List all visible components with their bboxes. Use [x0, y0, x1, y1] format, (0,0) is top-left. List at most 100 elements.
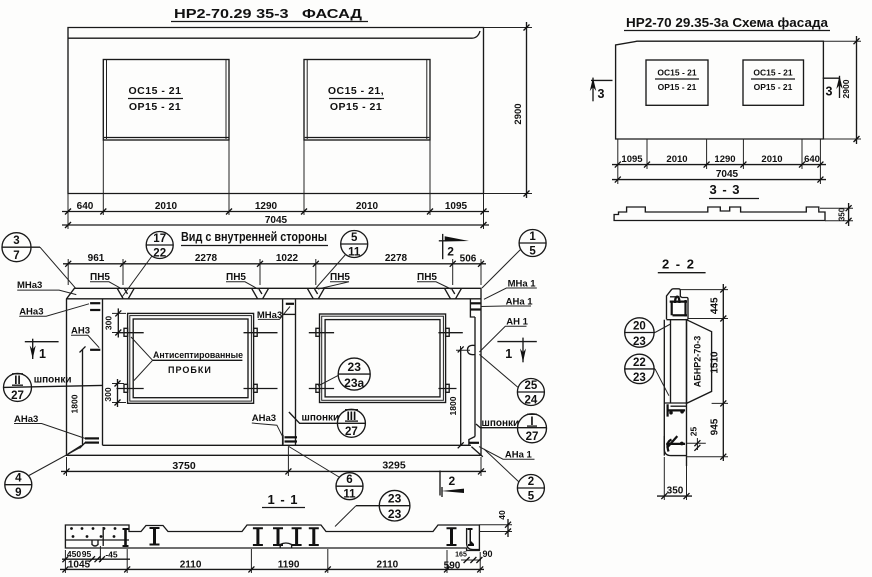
- svg-text:ОР15 - 21: ОР15 - 21: [129, 101, 181, 113]
- svg-text:27: 27: [11, 390, 24, 402]
- svg-text:5: 5: [529, 246, 536, 258]
- svg-text:ОР15 - 21: ОР15 - 21: [754, 82, 793, 92]
- svg-text:5: 5: [351, 232, 358, 244]
- svg-text:90: 90: [482, 549, 492, 559]
- svg-text:ПН5: ПН5: [330, 272, 350, 283]
- svg-text:95: 95: [82, 549, 92, 559]
- svg-text:300: 300: [104, 316, 114, 330]
- svg-text:2010: 2010: [761, 154, 782, 165]
- svg-text:2278: 2278: [195, 253, 218, 264]
- svg-text:20: 20: [633, 321, 646, 333]
- svg-text:506: 506: [460, 254, 477, 265]
- svg-text:II: II: [14, 375, 20, 387]
- svg-text:300: 300: [103, 387, 113, 401]
- svg-text:961: 961: [88, 253, 105, 264]
- svg-text:НР2-70 29.35-3а Схема фасада: НР2-70 29.35-3а Схема фасада: [626, 16, 829, 30]
- svg-text:4: 4: [15, 473, 22, 485]
- svg-text:11: 11: [348, 247, 361, 259]
- svg-text:АНа 1: АНа 1: [506, 296, 534, 307]
- svg-text:3750: 3750: [172, 460, 196, 472]
- svg-text:27: 27: [345, 426, 358, 438]
- svg-text:МНа3: МНа3: [257, 310, 282, 321]
- svg-text:11: 11: [343, 489, 356, 501]
- svg-text:3 - 3: 3 - 3: [709, 182, 740, 197]
- svg-text:2278: 2278: [385, 253, 408, 264]
- svg-text:2 - 2: 2 - 2: [662, 257, 696, 272]
- svg-text:2010: 2010: [666, 154, 687, 165]
- svg-text:2900: 2900: [513, 103, 524, 124]
- svg-text:1022: 1022: [276, 253, 299, 264]
- svg-text:ПН5: ПН5: [226, 272, 246, 283]
- svg-text:23: 23: [633, 372, 646, 384]
- svg-text:МНа 1: МНа 1: [508, 278, 537, 289]
- svg-text:1510: 1510: [710, 351, 721, 374]
- svg-text:2010: 2010: [155, 201, 178, 212]
- svg-text:1: 1: [39, 347, 46, 361]
- svg-text:ОС15 - 21: ОС15 - 21: [129, 85, 182, 97]
- svg-text:Вид с внутренней стороны: Вид с внутренней стороны: [181, 230, 327, 244]
- svg-text:1190: 1190: [278, 560, 300, 571]
- svg-text:590: 590: [444, 561, 461, 572]
- svg-text:3295: 3295: [382, 460, 406, 472]
- svg-text:1045: 1045: [68, 560, 91, 571]
- svg-text:1: 1: [505, 347, 512, 361]
- svg-text:23: 23: [388, 507, 402, 521]
- svg-text:3: 3: [13, 235, 19, 247]
- svg-text:25: 25: [689, 427, 699, 437]
- svg-text:350: 350: [667, 486, 684, 497]
- svg-text:ОС15 - 21,: ОС15 - 21,: [328, 85, 384, 97]
- svg-text:-45: -45: [105, 550, 118, 560]
- svg-text:ОР15 - 21: ОР15 - 21: [330, 101, 382, 113]
- svg-text:АНа3: АНа3: [14, 414, 38, 425]
- svg-text:2110: 2110: [377, 560, 399, 571]
- svg-text:6: 6: [346, 474, 352, 486]
- svg-text:АНа3: АНа3: [252, 413, 276, 424]
- svg-text:Антисептированные: Антисептированные: [153, 350, 243, 360]
- svg-text:НР2-70.29 35-3 ФАСАД: НР2-70.29 35-3 ФАСАД: [174, 7, 362, 21]
- svg-text:1095: 1095: [621, 154, 643, 165]
- svg-text:АН3: АН3: [71, 326, 90, 337]
- svg-text:1290: 1290: [255, 201, 278, 212]
- svg-text:7045: 7045: [716, 169, 739, 180]
- svg-text:III: III: [347, 411, 357, 423]
- svg-text:165: 165: [455, 552, 467, 559]
- svg-text:ПН5: ПН5: [90, 272, 110, 283]
- svg-text:24: 24: [525, 395, 538, 407]
- svg-text:ПРОБКИ: ПРОБКИ: [168, 365, 212, 375]
- svg-text:7045: 7045: [265, 215, 288, 226]
- svg-text:2: 2: [447, 245, 454, 259]
- svg-text:шпонки: шпонки: [34, 375, 72, 386]
- svg-text:7: 7: [13, 250, 19, 262]
- svg-text:АН 1: АН 1: [506, 317, 528, 328]
- svg-text:640: 640: [77, 201, 94, 212]
- svg-text:ОС15 - 21: ОС15 - 21: [753, 68, 792, 78]
- svg-text:40: 40: [497, 510, 507, 520]
- svg-text:5: 5: [528, 491, 535, 503]
- svg-text:2: 2: [528, 476, 534, 488]
- svg-text:3: 3: [598, 87, 605, 101]
- svg-text:МНа3: МНа3: [17, 280, 42, 291]
- svg-text:23: 23: [633, 336, 646, 348]
- svg-text:ПН5: ПН5: [417, 272, 437, 283]
- svg-text:ОС15 - 21: ОС15 - 21: [657, 68, 696, 78]
- svg-text:450: 450: [67, 549, 81, 559]
- svg-text:АНа 1: АНа 1: [505, 450, 533, 461]
- svg-text:2010: 2010: [356, 201, 379, 212]
- svg-text:1 - 1: 1 - 1: [267, 492, 298, 507]
- svg-text:1290: 1290: [714, 154, 735, 165]
- svg-text:23а: 23а: [344, 376, 364, 390]
- svg-text:3: 3: [826, 85, 833, 99]
- svg-text:22: 22: [633, 357, 646, 369]
- svg-text:АБНР2-70-3: АБНР2-70-3: [693, 336, 703, 388]
- svg-text:АНа3: АНа3: [19, 307, 43, 318]
- svg-text:1800: 1800: [448, 396, 458, 415]
- svg-text:I: I: [530, 416, 533, 428]
- svg-text:445: 445: [710, 297, 721, 314]
- svg-text:1: 1: [529, 231, 536, 243]
- svg-text:ОР15 - 21: ОР15 - 21: [658, 82, 697, 92]
- svg-text:27: 27: [526, 431, 539, 443]
- svg-text:1800: 1800: [70, 394, 80, 413]
- svg-text:945: 945: [710, 418, 721, 435]
- svg-text:9: 9: [15, 487, 21, 499]
- svg-text:350: 350: [838, 207, 847, 221]
